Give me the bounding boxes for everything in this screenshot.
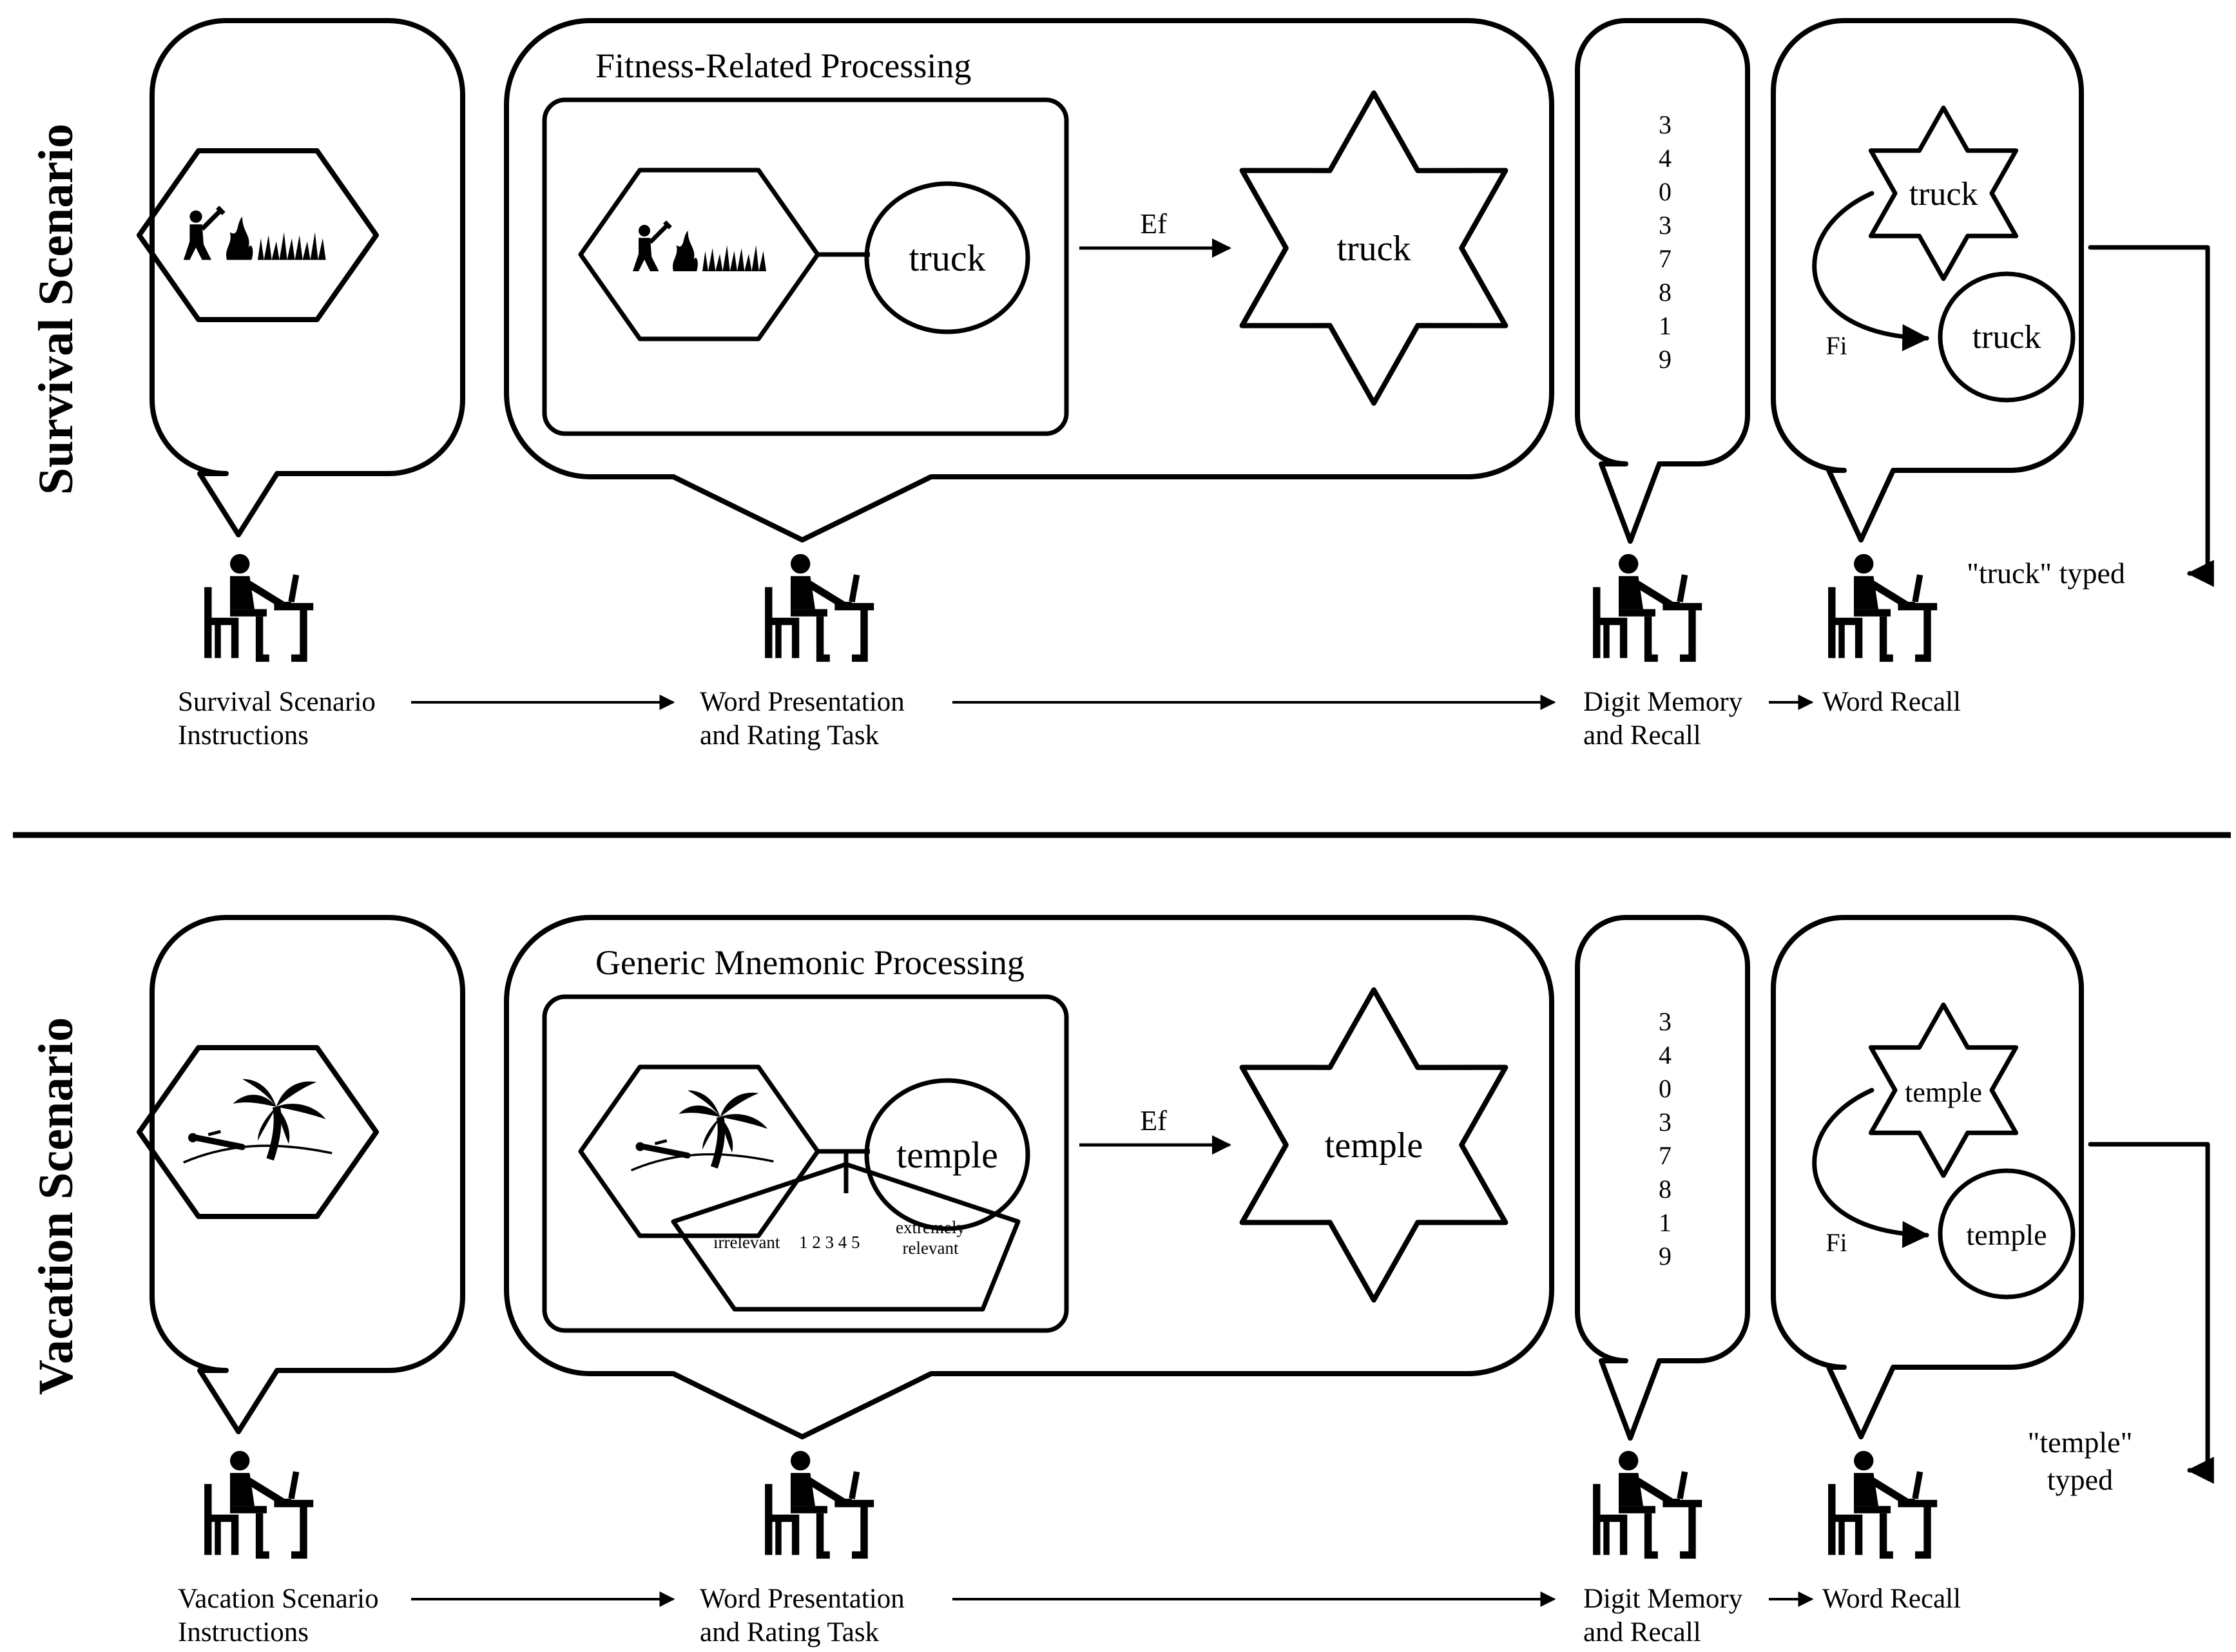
digit: 8 <box>1659 278 1672 307</box>
recalled-word-circle <box>1938 271 2076 403</box>
recall-cue-word: temple <box>1905 1077 1982 1108</box>
presented-scenario-hexagon <box>578 168 820 341</box>
participant-at-computer-icon <box>208 1451 313 1555</box>
processing-group-title: Fitness-Related Processing <box>595 46 971 85</box>
typed-output-arrow <box>2088 1142 2214 1484</box>
digit: 1 <box>1659 311 1672 340</box>
digit: 9 <box>1659 1242 1672 1271</box>
encoded-word-star <box>1239 987 1508 1303</box>
recall-cue-word: truck <box>1909 176 1978 213</box>
palm-beach-person-icon <box>631 1090 774 1170</box>
encoded-word: truck <box>1336 229 1411 269</box>
participant-at-computer-icon <box>208 554 313 658</box>
participant-at-computer-icon <box>1597 1451 1702 1555</box>
digit-memory-bubble <box>1575 915 1750 1441</box>
recall-cue-star <box>1868 105 2019 282</box>
presented-scenario-hexagon <box>578 1064 820 1238</box>
digit: 4 <box>1659 1041 1672 1070</box>
digit: 7 <box>1659 1141 1672 1170</box>
retrieval-arrow <box>1812 1088 1930 1249</box>
recall-cue-star <box>1868 1002 2019 1178</box>
encoded-word: temple <box>1325 1126 1423 1166</box>
digit: 4 <box>1659 144 1672 173</box>
digit: 3 <box>1659 110 1672 139</box>
step-label: and Recall <box>1583 720 1701 751</box>
participant-at-computer-icon <box>769 1451 874 1555</box>
encoding-label: Ef <box>1140 208 1167 240</box>
recalled-word-circle <box>1938 1168 2076 1300</box>
retrieval-arrow <box>1812 191 1930 352</box>
word-presentation-panel <box>542 97 1069 436</box>
step-label: Instructions <box>178 720 309 751</box>
digit: 1 <box>1659 1208 1672 1237</box>
typed-output-label: "temple" <box>2028 1426 2133 1459</box>
instructions-bubble <box>149 915 465 1434</box>
rating-scale-numbers: 1 2 3 4 5 <box>799 1233 860 1252</box>
presented-word: temple <box>896 1134 998 1176</box>
digit: 9 <box>1659 345 1672 374</box>
recalled-word: temple <box>1966 1218 2047 1251</box>
retrieval-label: Fi <box>1826 331 1847 360</box>
recalled-word: truck <box>1972 319 2041 356</box>
digit: 3 <box>1659 211 1672 240</box>
digit: 0 <box>1659 1074 1672 1103</box>
digit: 8 <box>1659 1175 1672 1204</box>
fire-grass-person-icon <box>633 222 766 272</box>
scenario-hexagon <box>137 148 379 322</box>
step-label: Instructions <box>178 1617 309 1647</box>
rating-right-label: extremely <box>896 1218 965 1237</box>
processing-group-bubble <box>504 18 1554 543</box>
encoding-label: Ef <box>1140 1105 1167 1137</box>
participant-at-computer-icon <box>1832 1451 1937 1555</box>
step-label: Word Presentation <box>700 1584 905 1614</box>
digit: 3 <box>1659 1007 1672 1036</box>
instructions-bubble <box>149 18 465 537</box>
processing-group-bubble <box>504 915 1554 1439</box>
step-label: Word Recall <box>1822 687 1961 717</box>
digit: 7 <box>1659 244 1672 273</box>
step-label: Vacation Scenario <box>178 1584 379 1614</box>
row-title: Vacation Scenario <box>29 1017 83 1395</box>
participant-at-computer-icon <box>769 554 874 658</box>
step-label: and Rating Task <box>700 1617 880 1647</box>
rating-scale-pentagon <box>671 1162 1021 1312</box>
processing-group-title: Generic Mnemonic Processing <box>595 943 1025 982</box>
step-label: Word Presentation <box>700 687 905 717</box>
fire-grass-person-icon <box>184 207 326 260</box>
word-recall-bubble <box>1771 18 2084 543</box>
rating-right-label: relevant <box>903 1238 959 1258</box>
row-survival: Survival Scenario Fitness-Related Process… <box>29 18 2214 751</box>
step-label: Digit Memory <box>1583 687 1743 717</box>
typed-output-arrow <box>2088 245 2214 587</box>
rating-left-label: irrelevant <box>713 1233 780 1252</box>
retrieval-label: Fi <box>1826 1228 1847 1257</box>
presented-word: truck <box>909 237 985 279</box>
typed-output-label: "truck" typed <box>1967 557 2125 590</box>
encoded-word-star <box>1239 90 1508 406</box>
row-vacation: Vacation Scenario Generic Mnemonic Proces… <box>29 915 2214 1647</box>
row-title: Survival Scenario <box>29 124 83 495</box>
presented-word-circle <box>864 181 1030 334</box>
word-presentation-panel <box>542 994 1069 1333</box>
digit: 0 <box>1659 177 1672 206</box>
participant-at-computer-icon <box>1597 554 1702 658</box>
step-label: Survival Scenario <box>178 687 376 717</box>
presented-word-circle <box>864 1078 1030 1231</box>
typed-output-label: typed <box>2047 1463 2113 1496</box>
step-label: and Rating Task <box>700 720 880 751</box>
digit-memory-bubble <box>1575 18 1750 544</box>
step-label: Digit Memory <box>1583 1584 1743 1614</box>
word-recall-bubble <box>1771 915 2084 1439</box>
step-label: Word Recall <box>1822 1584 1961 1614</box>
digit: 3 <box>1659 1108 1672 1137</box>
scenario-hexagon <box>137 1045 379 1219</box>
participant-at-computer-icon <box>1832 554 1937 658</box>
step-label: and Recall <box>1583 1617 1701 1647</box>
palm-beach-person-icon <box>184 1079 332 1163</box>
